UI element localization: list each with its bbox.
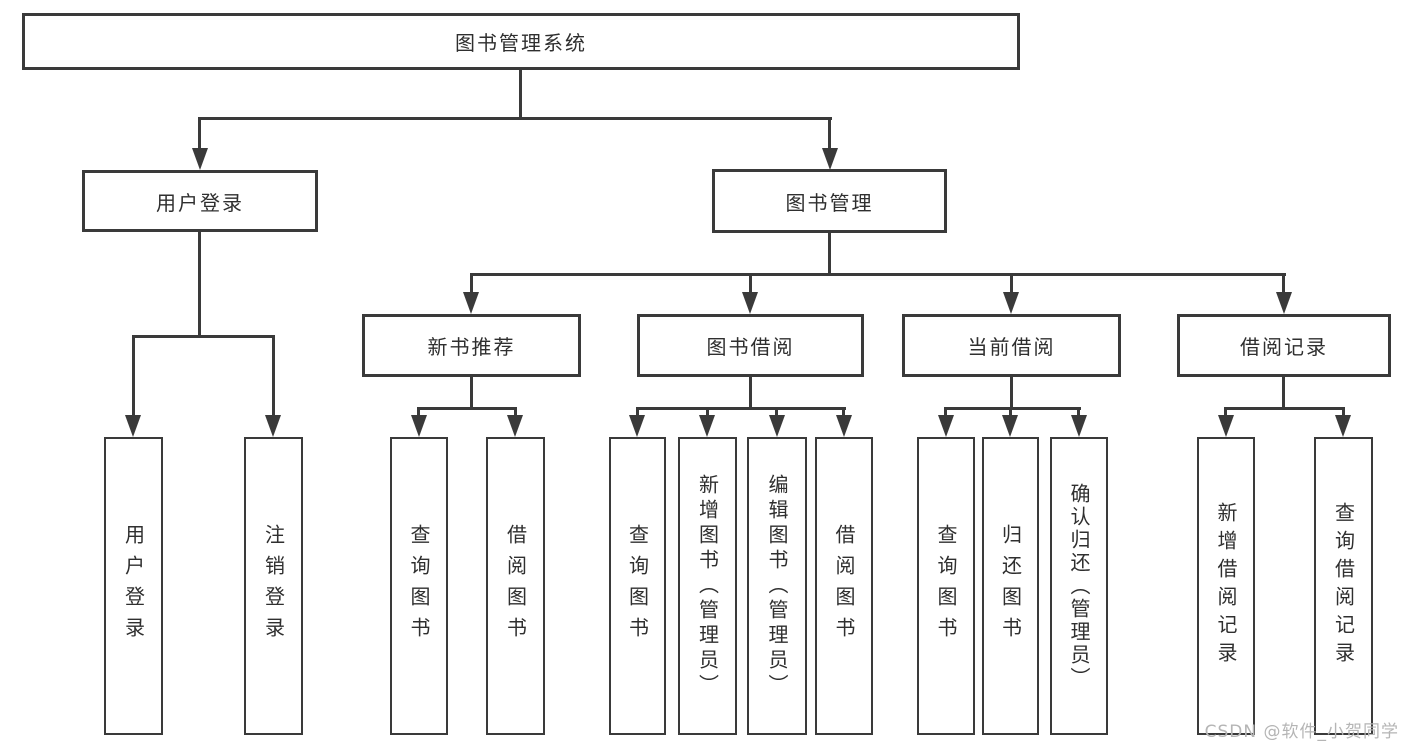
node-leaf-borrow-books-2: 借阅图书 <box>815 437 873 735</box>
node-label: 借阅图书 <box>503 524 528 648</box>
arrowhead-query-books-3 <box>938 415 954 437</box>
edge-drop-confirm-return-admin <box>1077 407 1080 417</box>
node-user-login: 用户登录 <box>82 170 318 232</box>
node-leaf-query-books-1: 查询图书 <box>390 437 448 735</box>
arrowhead-book-borrow <box>742 292 758 314</box>
arrowhead-edit-book-admin <box>769 415 785 437</box>
node-borrow-records: 借阅记录 <box>1177 314 1391 377</box>
arrowhead-return-book <box>1002 415 1018 437</box>
edge-drop-query-books-3 <box>944 407 947 417</box>
edge-drop-book-borrow <box>749 273 752 294</box>
arrowhead-borrow-records <box>1276 292 1292 314</box>
node-label: 新增图书（管理员） <box>695 473 720 699</box>
node-label: 新书推荐 <box>427 335 516 359</box>
edge-drop-user-login <box>198 117 201 150</box>
edge-level2-bus <box>198 117 832 120</box>
edge-book-management-stem <box>828 233 831 275</box>
edge-drop-query-borrow-record <box>1342 407 1345 417</box>
node-leaf-edit-book-admin: 编辑图书（管理员） <box>747 437 807 735</box>
node-leaf-query-books-2: 查询图书 <box>609 437 666 735</box>
node-label: 借阅记录 <box>1240 335 1328 359</box>
node-label: 注销登录 <box>261 524 286 648</box>
node-leaf-query-books-3: 查询图书 <box>917 437 975 735</box>
arrowhead-new-book-recommend <box>463 292 479 314</box>
edge-borrow-records-stem <box>1282 377 1285 409</box>
watermark: CSDN @软件_小贺同学 <box>1204 722 1399 742</box>
arrowhead-leaf-user-login <box>125 415 141 437</box>
node-leaf-borrow-books-1: 借阅图书 <box>486 437 545 735</box>
arrowhead-confirm-return-admin <box>1071 415 1087 437</box>
node-label: 确认归还（管理员） <box>1067 482 1091 690</box>
edge-root-trunk <box>519 70 522 118</box>
edge-drop-book-management <box>828 117 831 150</box>
edge-drop-current-borrow <box>1010 273 1013 294</box>
node-leaf-query-borrow-record: 查询借阅记录 <box>1314 437 1373 735</box>
edge-drop-borrow-books-1 <box>514 407 517 417</box>
node-label: 查询借阅记录 <box>1331 502 1356 670</box>
edge-borrow-records-bus <box>1224 407 1345 410</box>
node-label: 当前借阅 <box>967 335 1056 359</box>
edge-book-borrow-bus <box>636 407 846 410</box>
arrowhead-book-management <box>822 148 838 170</box>
edge-new-book-recommend-stem <box>470 377 473 409</box>
node-leaf-return-book: 归还图书 <box>982 437 1039 735</box>
node-leaf-user-login: 用户登录 <box>104 437 163 735</box>
edge-book-borrow-stem <box>749 377 752 409</box>
edge-current-borrow-stem <box>1010 377 1013 409</box>
arrowhead-current-borrow <box>1003 292 1019 314</box>
edge-drop-new-book-recommend <box>470 273 473 294</box>
node-label: 归还图书 <box>998 524 1023 648</box>
node-leaf-confirm-return-admin: 确认归还（管理员） <box>1050 437 1108 735</box>
arrowhead-query-books-2 <box>629 415 645 437</box>
arrowhead-query-books-1 <box>411 415 427 437</box>
arrowhead-user-login <box>192 148 208 170</box>
node-label: 查询图书 <box>934 524 958 648</box>
arrowhead-query-borrow-record <box>1335 415 1351 437</box>
node-label: 查询图书 <box>407 524 431 648</box>
node-label: 用户登录 <box>121 524 146 648</box>
edge-current-borrow-bus <box>944 407 1081 410</box>
node-leaf-add-book-admin: 新增图书（管理员） <box>678 437 737 735</box>
arrowhead-add-borrow-record <box>1218 415 1234 437</box>
edge-level3-bus <box>470 273 1286 276</box>
arrowhead-add-book-admin <box>699 415 715 437</box>
node-leaf-logout: 注销登录 <box>244 437 303 735</box>
node-book-management: 图书管理 <box>712 169 947 233</box>
edge-new-book-recommend-bus <box>417 407 517 410</box>
edge-drop-add-borrow-record <box>1224 407 1227 417</box>
node-label: 图书管理系统 <box>455 31 587 55</box>
node-root-library-management-system: 图书管理系统 <box>22 13 1020 70</box>
node-label: 图书借阅 <box>706 335 795 359</box>
node-new-book-recommend: 新书推荐 <box>362 314 581 377</box>
edge-drop-return-book <box>1009 407 1012 417</box>
edge-drop-query-books-2 <box>636 407 639 417</box>
node-current-borrow: 当前借阅 <box>902 314 1121 377</box>
edge-user-login-bus <box>132 335 274 338</box>
edge-drop-leaf-logout <box>272 335 275 417</box>
edge-drop-edit-book-admin <box>775 407 778 417</box>
edge-user-login-stem <box>198 231 201 337</box>
arrowhead-borrow-books-1 <box>507 415 523 437</box>
edge-drop-leaf-user-login <box>132 335 135 417</box>
node-book-borrow: 图书借阅 <box>637 314 864 377</box>
edge-drop-add-book-admin <box>706 407 709 417</box>
arrowhead-borrow-books-2 <box>836 415 852 437</box>
node-leaf-add-borrow-record: 新增借阅记录 <box>1197 437 1255 735</box>
node-label: 新增借阅记录 <box>1214 502 1238 670</box>
edge-drop-query-books-1 <box>417 407 420 417</box>
edge-drop-borrow-records <box>1282 273 1285 294</box>
node-label: 借阅图书 <box>832 524 856 648</box>
node-label: 用户登录 <box>156 190 244 215</box>
node-label: 编辑图书（管理员） <box>765 473 789 699</box>
node-label: 图书管理 <box>785 190 874 215</box>
arrowhead-leaf-logout <box>265 415 281 437</box>
edge-drop-borrow-books-2 <box>842 407 845 417</box>
node-label: 查询图书 <box>625 524 650 648</box>
